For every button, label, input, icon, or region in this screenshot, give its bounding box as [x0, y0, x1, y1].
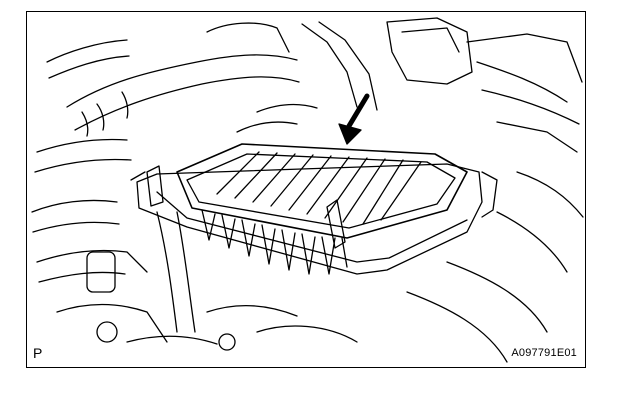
air-filter-element [176, 143, 468, 275]
pointer-arrow [338, 93, 370, 145]
engine-background-lines [31, 17, 584, 363]
diagram-frame: P A097791E01 [26, 11, 586, 368]
engine-bay-illustration [31, 17, 584, 363]
air-cleaner-case [130, 163, 498, 275]
case-clip [146, 165, 346, 249]
figure-code: A097791E01 [511, 347, 577, 359]
view-label: P [33, 345, 43, 361]
